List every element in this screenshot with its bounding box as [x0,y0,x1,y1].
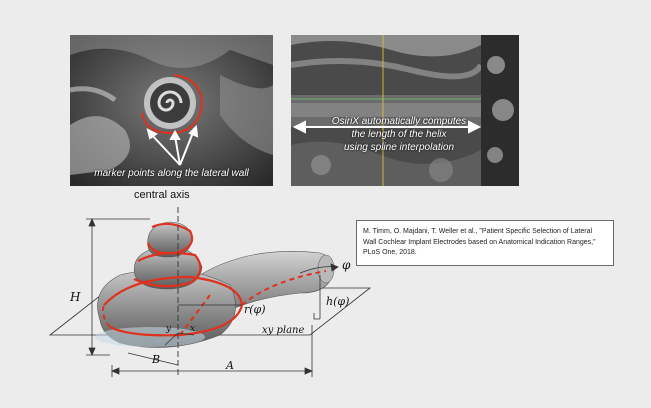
caption-line-2: the length of the helix [309,128,489,141]
h-phi-label: h(φ) [326,295,349,308]
citation-text: M. Timm, O. Majdani, T. Weller et al., "… [363,228,596,256]
citation-box: M. Timm, O. Majdani, T. Weller et al., "… [356,220,614,266]
central-axis-label: central axis [134,189,190,201]
xy-plane-label: xy plane [262,325,304,336]
ct-scan-cochlea-panel: marker points along the lateral wall [70,35,273,186]
A-label: A [225,359,234,372]
B-label: B [151,353,160,366]
ct-right-caption: OsiriX automatically computes the length… [309,115,489,154]
x-axis-label: x [190,324,195,334]
phi-label: φ [342,258,351,272]
caption-line-3: using spline interpolation [309,141,489,154]
caption-line-1: OsiriX automatically computes [309,115,489,128]
r-phi-label: r(φ) [244,303,266,316]
H-label: H [69,290,81,304]
osirix-helix-panel: OsiriX automatically computes the length… [291,35,519,186]
ct-left-caption: marker points along the lateral wall [70,167,273,180]
y-axis-label: y [165,324,172,334]
ct-scan-image [70,35,273,186]
cochlea-model-diagram: φ H r(φ) h(φ) y x xy plane B A [30,205,390,385]
osirix-image [291,35,519,186]
